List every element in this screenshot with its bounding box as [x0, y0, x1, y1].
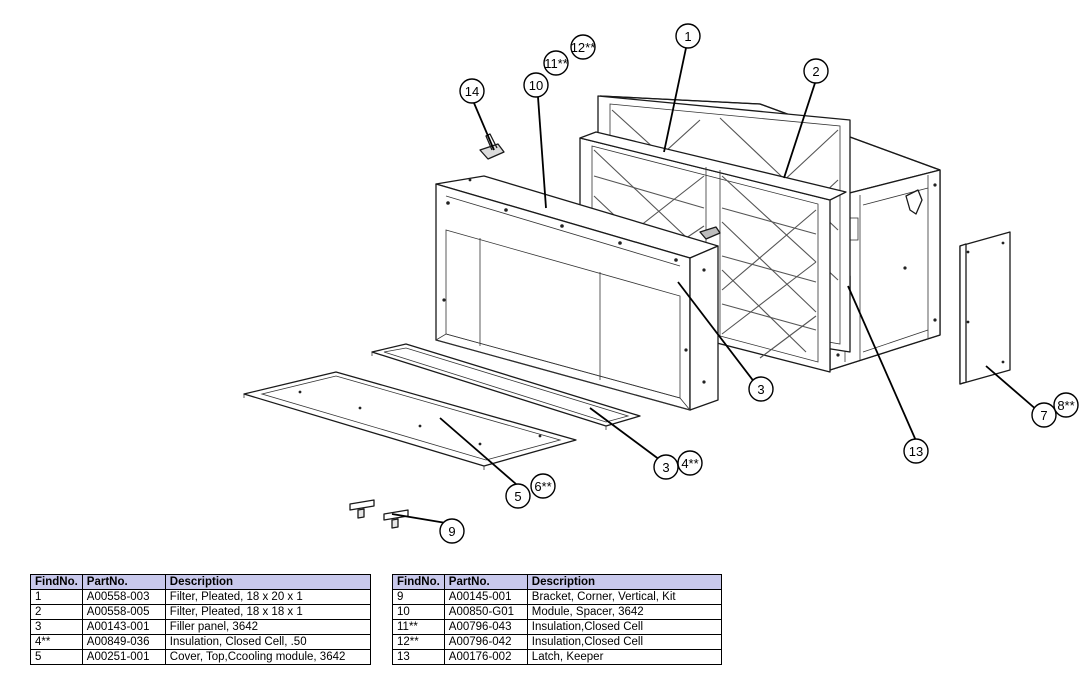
svg-text:4**: 4** — [681, 456, 698, 471]
cell-description: Filter, Pleated, 18 x 20 x 1 — [164, 589, 371, 605]
cell-description: Latch, Keeper — [526, 649, 722, 665]
svg-text:1: 1 — [684, 29, 691, 44]
cell-description: Cover, Top,Ccooling module, 3642 — [164, 649, 371, 665]
leader-lines — [391, 47, 1039, 524]
table-row: 3 A00143-001 Filler panel, 3642 — [30, 619, 371, 635]
parts-table-right: FindNo. PartNo. Description 9 A00145-001… — [392, 574, 722, 665]
cell-findno: 9 — [392, 589, 445, 605]
cell-findno: 11** — [392, 619, 445, 635]
svg-text:9: 9 — [448, 524, 455, 539]
svg-text:13: 13 — [909, 444, 923, 459]
callout-8: 8** — [1053, 392, 1079, 418]
callout-9: 9 — [439, 518, 465, 544]
callout-7: 7 — [1031, 402, 1057, 428]
callout-13: 13 — [903, 438, 929, 464]
cell-findno: 1 — [30, 589, 83, 605]
column-header-partno: PartNo. — [443, 574, 528, 590]
cell-findno: 13 — [392, 649, 445, 665]
table-row: 5 A00251-001 Cover, Top,Ccooling module,… — [30, 649, 371, 665]
cell-partno: A00176-002 — [443, 649, 528, 665]
column-header-description: Description — [526, 574, 722, 590]
callout-10: 10 — [523, 72, 549, 98]
cell-findno: 2 — [30, 604, 83, 620]
svg-text:8**: 8** — [1057, 398, 1074, 413]
svg-text:3: 3 — [757, 382, 764, 397]
table-row: 13 A00176-002 Latch, Keeper — [392, 649, 722, 665]
table-row: 2 A00558-005 Filter, Pleated, 18 x 18 x … — [30, 604, 371, 620]
exploded-view-diagram: 1 2 3 3 4** 5 6** 7 8** 9 10 11** — [243, 23, 1079, 544]
cell-partno: A00850-G01 — [443, 604, 528, 620]
cell-partno: A00849-036 — [81, 634, 166, 650]
top-cover-5 — [243, 371, 577, 470]
cell-partno: A00251-001 — [81, 649, 166, 665]
cell-description: Insulation, Closed Cell, .50 — [164, 634, 371, 650]
cell-description: Bracket, Corner, Vertical, Kit — [526, 589, 722, 605]
svg-text:3: 3 — [662, 460, 669, 475]
callout-12: 12** — [570, 34, 596, 60]
column-header-partno: PartNo. — [81, 574, 166, 590]
cell-findno: 10 — [392, 604, 445, 620]
cell-description: Insulation,Closed Cell — [526, 619, 722, 635]
cell-description: Insulation,Closed Cell — [526, 634, 722, 650]
svg-text:2: 2 — [812, 64, 819, 79]
column-header-findno: FindNo. — [392, 574, 445, 590]
table-row: 9 A00145-001 Bracket, Corner, Vertical, … — [392, 589, 722, 605]
callout-2: 2 — [803, 58, 829, 84]
side-panel-7 — [959, 231, 1011, 385]
cell-partno: A00796-043 — [443, 619, 528, 635]
column-header-findno: FindNo. — [30, 574, 83, 590]
table-row: 11** A00796-043 Insulation,Closed Cell — [392, 619, 722, 635]
svg-text:11**: 11** — [544, 56, 568, 71]
svg-text:10: 10 — [529, 78, 543, 93]
cell-partno: A00558-005 — [81, 604, 166, 620]
svg-text:14: 14 — [465, 84, 479, 99]
cell-partno: A00558-003 — [81, 589, 166, 605]
table-row: 4** A00849-036 Insulation, Closed Cell, … — [30, 634, 371, 650]
cell-description: Filler panel, 3642 — [164, 619, 371, 635]
callout-3-filler-panel: 3 — [748, 376, 774, 402]
cell-partno: A00143-001 — [81, 619, 166, 635]
cell-findno: 5 — [30, 649, 83, 665]
table-header-row: FindNo. PartNo. Description — [392, 574, 722, 590]
column-header-description: Description — [164, 574, 371, 590]
svg-text:5: 5 — [514, 489, 521, 504]
cell-partno: A00145-001 — [443, 589, 528, 605]
callout-3-lower: 3 — [653, 454, 679, 480]
svg-text:7: 7 — [1040, 408, 1047, 423]
svg-text:6**: 6** — [534, 479, 551, 494]
parts-table-left: FindNo. PartNo. Description 1 A00558-003… — [30, 574, 371, 665]
cell-findno: 3 — [30, 619, 83, 635]
cell-description: Filter, Pleated, 18 x 18 x 1 — [164, 604, 371, 620]
table-row: 10 A00850-G01 Module, Spacer, 3642 — [392, 604, 722, 620]
callout-5: 5 — [505, 483, 531, 509]
callout-1: 1 — [675, 23, 701, 49]
table-header-row: FindNo. PartNo. Description — [30, 574, 371, 590]
corner-brackets-9 — [349, 499, 409, 529]
callout-4: 4** — [677, 450, 703, 476]
table-row: 12** A00796-042 Insulation,Closed Cell — [392, 634, 722, 650]
cell-description: Module, Spacer, 3642 — [526, 604, 722, 620]
cell-findno: 12** — [392, 634, 445, 650]
svg-text:12**: 12** — [571, 40, 596, 55]
filler-panel-3 — [371, 343, 641, 430]
cell-findno: 4** — [30, 634, 83, 650]
callout-11: 11** — [543, 50, 569, 76]
cell-partno: A00796-042 — [443, 634, 528, 650]
callout-6: 6** — [530, 473, 556, 499]
callout-14: 14 — [459, 78, 485, 104]
spacer-module-10 — [434, 175, 719, 411]
table-row: 1 A00558-003 Filter, Pleated, 18 x 20 x … — [30, 589, 371, 605]
